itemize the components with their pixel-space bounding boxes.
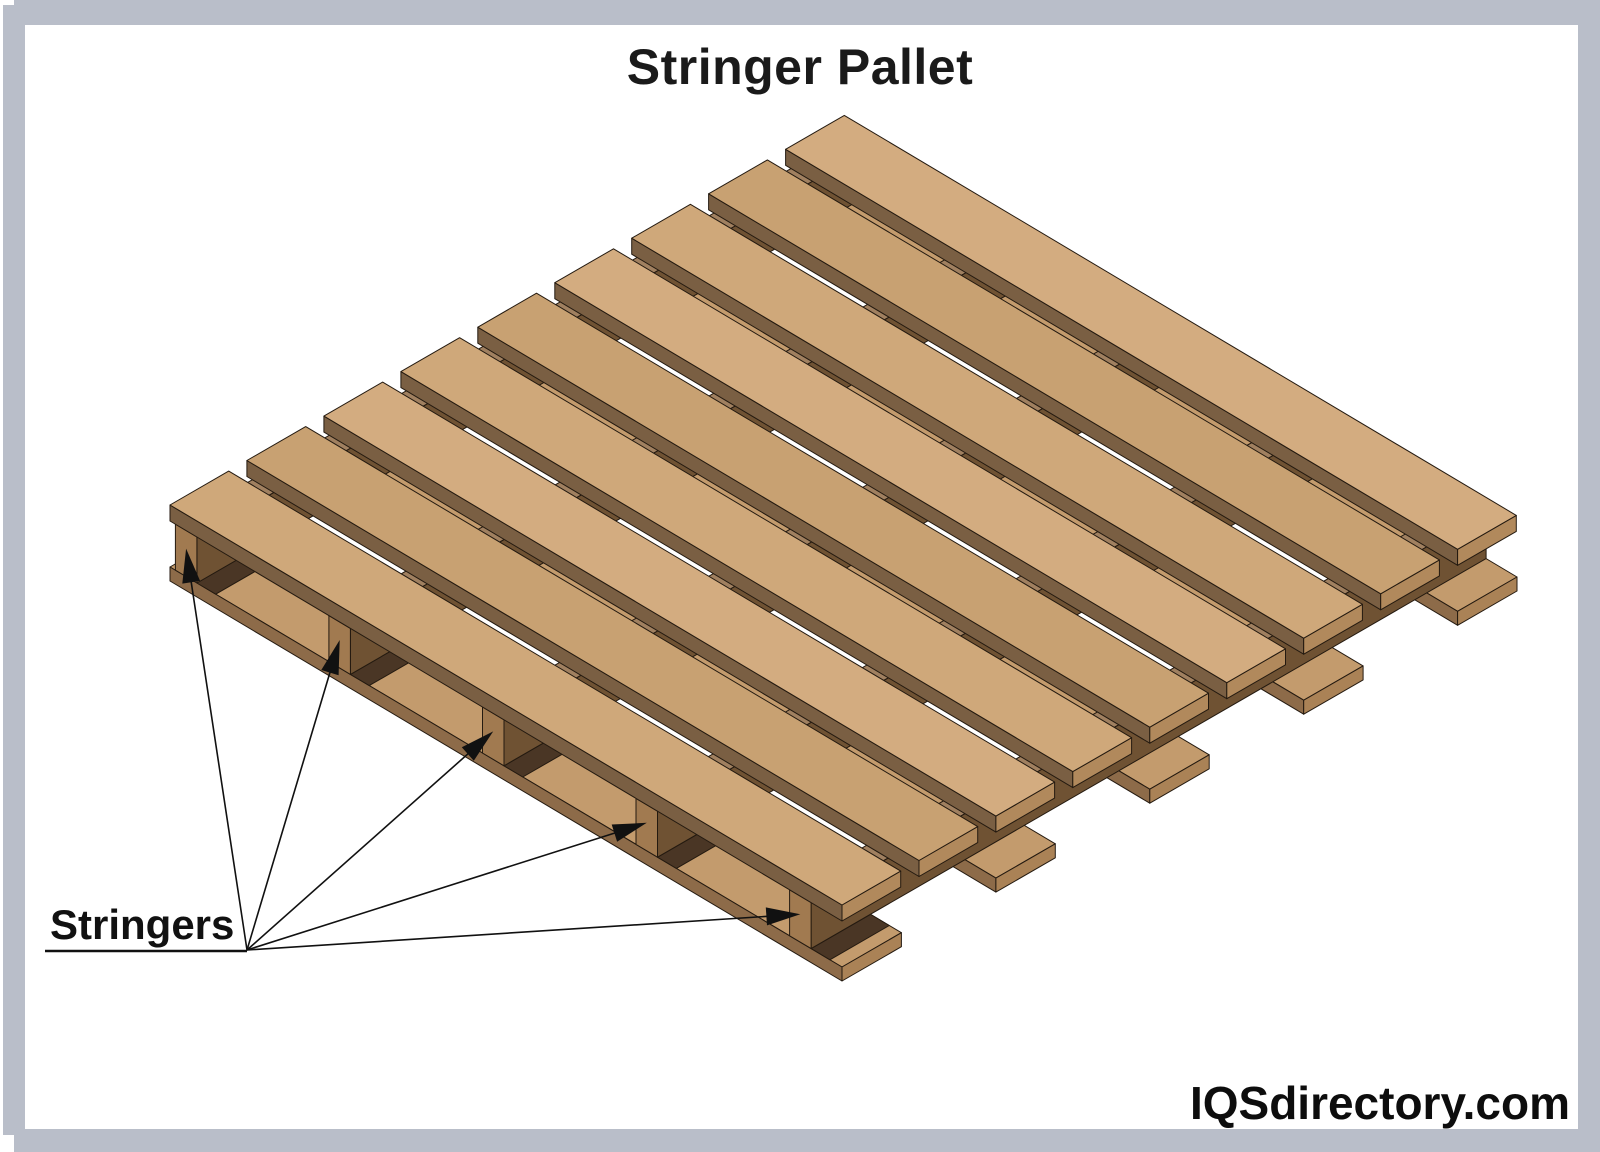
arrow-head [461,731,494,761]
bottom-board-end [841,932,902,982]
deck-board-top [169,470,902,906]
bottom-board-end [1457,576,1518,626]
stringers-label: Stringers [50,901,235,948]
arrow-line [246,914,784,951]
frame-top-bar [14,0,1600,25]
arrow-line [246,742,482,951]
deck-board-top [631,203,1363,639]
deck-board-top [477,292,1209,728]
pallet-top-boards [169,114,1517,922]
watermark-text: IQSdirectory.com [1189,1077,1570,1129]
deck-board-top [785,114,1517,550]
arrow-line [187,565,248,951]
arrow-line [246,656,336,951]
bottom-board-end [995,843,1056,893]
frame-bottom-bar [14,1129,1600,1152]
deck-board-top [708,159,1440,595]
bottom-board-end [1303,665,1364,715]
arrow-head [182,548,201,584]
stringer-arrows [45,548,801,953]
arrow-line [246,827,631,951]
deck-board-top [554,248,1286,684]
frame-left-bar [3,5,25,1135]
frame-right-bar [1578,0,1600,1133]
diagram-title: Stringer Pallet [626,39,974,95]
bottom-board-end [1149,754,1210,804]
arrow-head [765,907,801,926]
deck-board-top [400,337,1133,773]
deck-board-top [323,381,1056,817]
arrow-head [611,822,647,842]
arrow-head [321,640,340,676]
deck-board-top [246,426,979,861]
